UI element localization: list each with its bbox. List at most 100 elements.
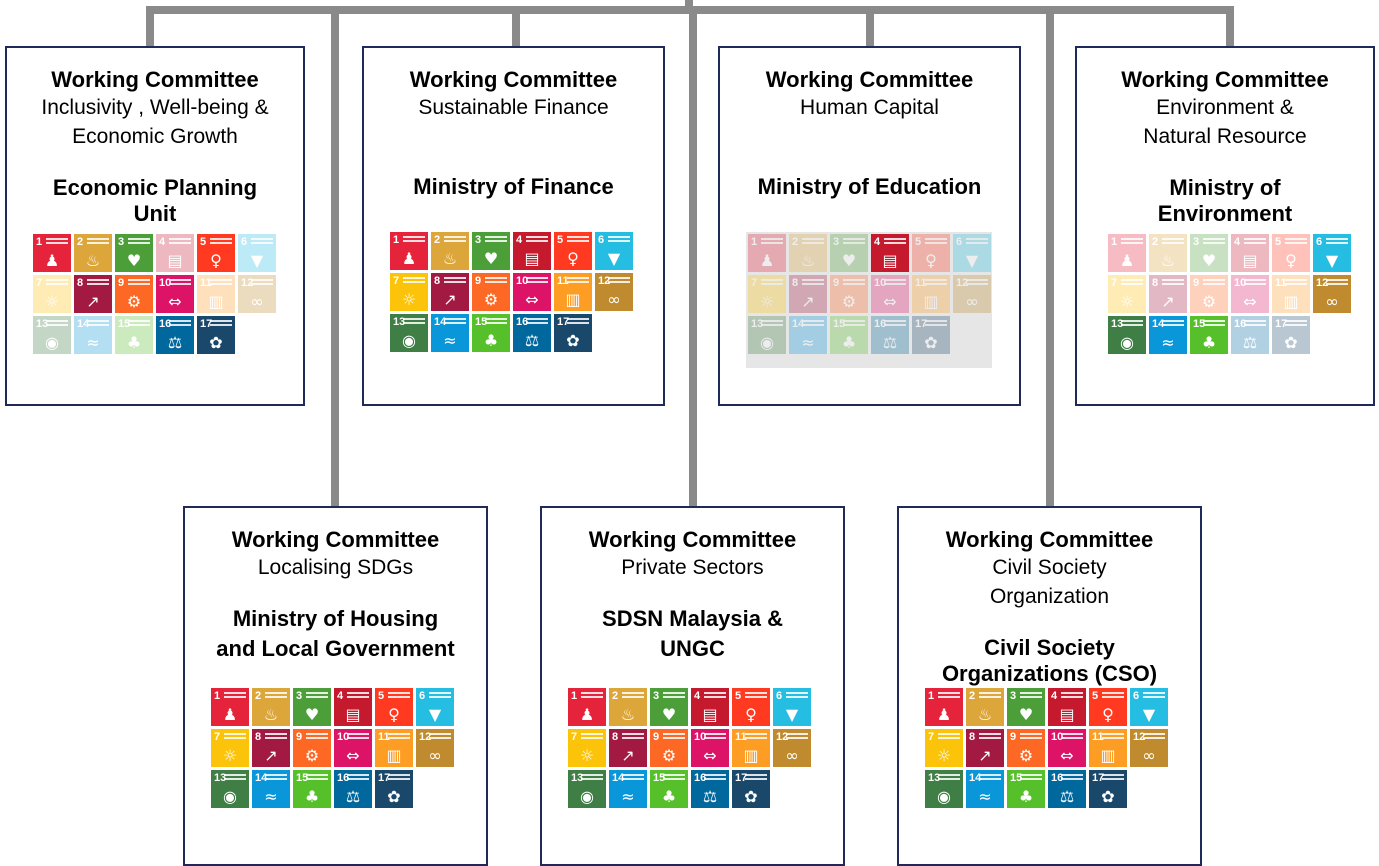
sdg-goal-3-icon: 3♥ [293, 688, 331, 726]
sdg-goal-caption-lines [1162, 279, 1184, 281]
sdg-goal-number: 15 [475, 316, 488, 328]
sdg-goal-caption-lines [938, 692, 960, 694]
sdg-goal-caption-lines [403, 236, 425, 238]
sdg-goal-number: 17 [557, 316, 570, 328]
sdg-goal-number: 8 [1152, 277, 1159, 289]
sdg-goal-10-icon: 10⇔ [156, 275, 194, 313]
sdg-goal-number: 15 [118, 318, 131, 330]
sdg-goal-caption-lines [265, 733, 287, 735]
sdg-goal-glyph: ♣ [661, 787, 677, 806]
sdg-goal-7-icon: 7☼ [568, 729, 606, 767]
sdg-goal-glyph: ♥ [483, 249, 499, 268]
sdg-goal-caption-lines [1020, 733, 1042, 735]
sdg-goal-number: 3 [653, 690, 660, 702]
sdg-goal-caption-lines [802, 279, 824, 281]
sdg-goal-glyph: ♀ [210, 251, 222, 270]
sdg-goal-9-icon: 9⚙ [1190, 275, 1228, 313]
sdg-goal-12-icon: 12∞ [1313, 275, 1351, 313]
sdg-goal-glyph: ◉ [223, 787, 237, 806]
sdg-goal-caption-lines [802, 320, 824, 322]
sdg-goal-glyph: ⚖ [345, 787, 361, 806]
sdg-goal-number: 9 [475, 275, 482, 287]
sdg-goal-number: 3 [475, 234, 482, 246]
sdg-goal-glyph: ▥ [923, 292, 939, 311]
sdg-goal-number: 3 [296, 690, 303, 702]
lead-agency-line-1: Economic Planning [52, 175, 258, 200]
sdg-goal-3-icon: 3♥ [115, 234, 153, 272]
sdg-goal-9-icon: 9⚙ [1007, 729, 1045, 767]
sdg-goal-caption-lines [1203, 238, 1225, 240]
sdg-goal-6-icon: 6▼ [238, 234, 276, 272]
sdg-goal-glyph: ∞ [1325, 292, 1339, 311]
sdg-goal-glyph: ⚖ [702, 787, 718, 806]
sdg-goal-glyph: ☼ [759, 292, 775, 311]
sdg-goal-glyph: ⚙ [483, 290, 499, 309]
committee-subtitle-line-1: Environment & [1156, 96, 1294, 119]
sdg-goal-caption-lines [1121, 238, 1143, 240]
sdg-goal-number: 4 [874, 236, 881, 248]
sdg-goal-caption-lines [979, 774, 1001, 776]
sdg-goal-number: 7 [571, 731, 578, 743]
sdg-goal-glyph: ♥ [304, 705, 320, 724]
sdg-goal-5-icon: 5♀ [375, 688, 413, 726]
sdg-goal-14-icon: 14≈ [789, 316, 827, 354]
sdg-goal-caption-lines [526, 318, 548, 320]
sdg-goal-glyph: ♨ [85, 251, 101, 270]
sdg-goal-number: 2 [255, 690, 262, 702]
sdg-goal-glyph: ◉ [45, 333, 59, 352]
sdg-grid-background [746, 232, 992, 368]
sdg-goal-number: 9 [118, 277, 125, 289]
sdg-goal-caption-lines [485, 318, 507, 320]
sdg-goal-number: 10 [1234, 277, 1247, 289]
sdg-goal-caption-lines [444, 277, 466, 279]
sdg-goal-number: 9 [296, 731, 303, 743]
sdg-goal-17-icon: 17✿ [197, 316, 235, 354]
sdg-goal-14-icon: 14 ≈ [1149, 316, 1187, 354]
sdg-goal-4-icon: 4▤ [691, 688, 729, 726]
sdg-goal-10-icon: 10⇔ [513, 273, 551, 311]
sdg-goal-glyph: ⇔ [525, 290, 539, 309]
sdg-goal-glyph: ♟ [401, 249, 417, 268]
sdg-goal-glyph: ♥ [661, 705, 677, 724]
sdg-goal-number: 14 [792, 318, 805, 330]
sdg-goal-glyph: ◉ [937, 787, 951, 806]
sdg-goal-glyph: ≈ [1161, 333, 1175, 352]
sdg-goal-4-icon: 4▤ [871, 234, 909, 272]
sdg-goal-number: 11 [557, 275, 569, 287]
sdg-goal-13-icon: 13◉ [925, 770, 963, 808]
sdg-goal-caption-lines [429, 733, 451, 735]
sdg-goal-caption-lines [169, 320, 191, 322]
sdg-goal-5-icon: 5♀ [554, 232, 592, 270]
sdg-goal-glyph: ∞ [607, 290, 621, 309]
sdg-goal-caption-lines [966, 279, 988, 281]
sdg-goal-caption-lines [966, 238, 988, 240]
sdg-goal-caption-lines [567, 318, 589, 320]
lead-agency-line-2: and Local Government [216, 636, 455, 661]
sdg-goal-glyph: ♣ [304, 787, 320, 806]
sdg-goal-caption-lines [347, 692, 369, 694]
committee-civil-society: Working Committee Civil Society Organiza… [897, 506, 1202, 866]
sdg-goal-number: 14 [1152, 318, 1165, 330]
sdg-goal-caption-lines [210, 238, 232, 240]
sdg-goal-caption-lines [1326, 279, 1348, 281]
committee-subtitle-line-1: Private Sectors [621, 556, 764, 579]
sdg-goal-caption-lines [1102, 692, 1124, 694]
sdg-goal-number: 7 [751, 277, 758, 289]
sdg-goal-9-icon: 9⚙ [115, 275, 153, 313]
sdg-goal-number: 13 [751, 318, 764, 330]
sdg-goal-glyph: ▤ [167, 251, 183, 270]
sdg-goal-9-icon: 9⚙ [830, 275, 868, 313]
sdg-goal-number: 2 [1152, 236, 1159, 248]
sdg-goal-number: 2 [612, 690, 619, 702]
sdg-goal-number: 12 [1133, 731, 1146, 743]
sdg-goal-number: 12 [776, 731, 789, 743]
sdg-goal-caption-lines [786, 733, 808, 735]
sdg-goal-caption-lines [1061, 692, 1083, 694]
sdg-goal-17-icon: 17✿ [375, 770, 413, 808]
sdg-goal-5-icon: 5♀ [1089, 688, 1127, 726]
sdg-goal-caption-lines [210, 279, 232, 281]
sdg-goal-caption-lines [224, 733, 246, 735]
sdg-goal-2-icon: 2♨ [609, 688, 647, 726]
sdg-goal-6-icon: 6▼ [1130, 688, 1168, 726]
lead-agency-line-1: Ministry of Finance [413, 174, 614, 199]
